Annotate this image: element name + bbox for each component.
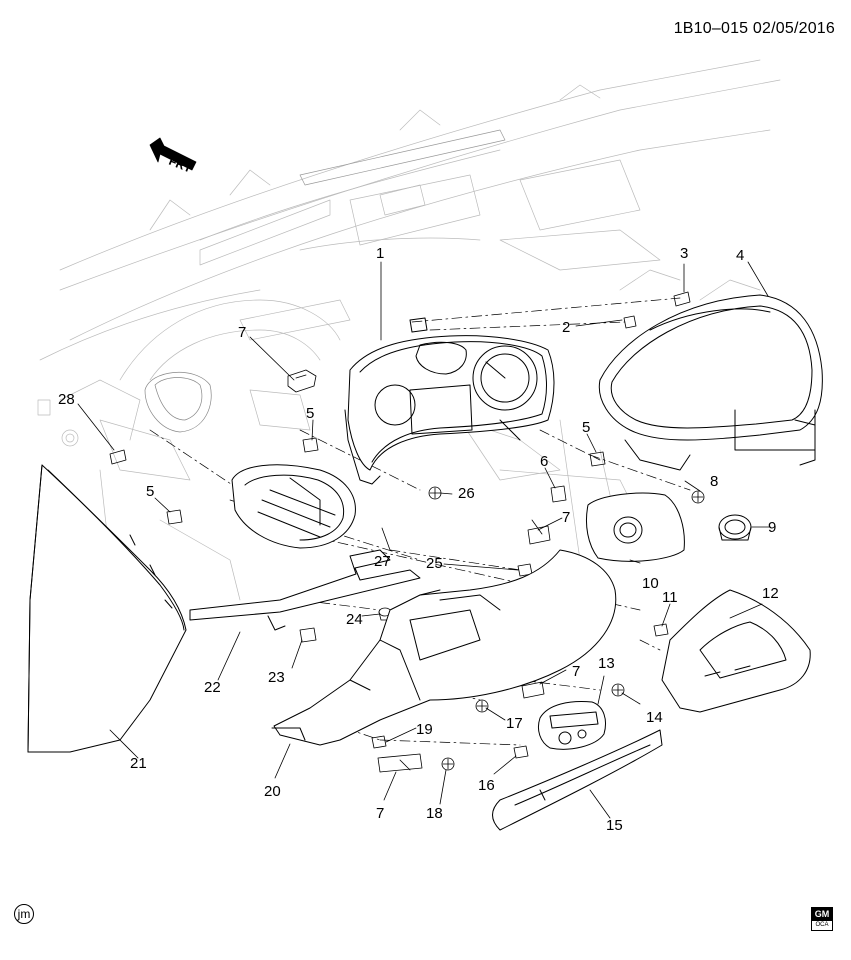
callout-7-upper: 7 bbox=[238, 324, 246, 341]
connector-7-mid bbox=[527, 519, 551, 545]
clip-3 bbox=[673, 291, 691, 307]
callout-28: 28 bbox=[58, 391, 75, 408]
callout-10: 10 bbox=[642, 575, 659, 592]
connector-7-upper bbox=[287, 369, 317, 393]
lower-knee-trim-panel bbox=[492, 729, 663, 831]
screw-19 bbox=[371, 735, 387, 749]
clip-28 bbox=[109, 449, 127, 465]
callout-25: 25 bbox=[426, 555, 443, 572]
leader-lines bbox=[77, 261, 771, 819]
clip-5-center bbox=[302, 437, 319, 453]
air-vent-outlet bbox=[231, 464, 356, 549]
right-side-trim-panel bbox=[661, 589, 811, 713]
screw-18 bbox=[441, 757, 455, 771]
diagram-reference-number: 1B10–015 02/05/2016 bbox=[673, 20, 835, 37]
callout-2: 2 bbox=[562, 319, 570, 336]
screw-8 bbox=[691, 490, 705, 504]
gm-logo-top: GM bbox=[812, 908, 832, 921]
callout-14: 14 bbox=[646, 709, 663, 726]
callout-16: 16 bbox=[478, 777, 495, 794]
callout-7-bottom: 7 bbox=[376, 805, 384, 822]
front-direction-arrow-icon bbox=[149, 137, 197, 171]
callout-18: 18 bbox=[426, 805, 443, 822]
cluster-trim-bezel bbox=[598, 294, 823, 471]
callout-24: 24 bbox=[346, 611, 363, 628]
headlamp-switch-knob bbox=[718, 514, 752, 541]
screw-17 bbox=[475, 699, 489, 713]
callout-5-left: 5 bbox=[146, 483, 154, 500]
author-mark: jm bbox=[14, 904, 34, 924]
left-side-trim-panel bbox=[27, 464, 187, 753]
connector-7-bottom bbox=[377, 753, 423, 773]
switch-trim-plate bbox=[585, 492, 685, 562]
callout-5-right: 5 bbox=[582, 419, 590, 436]
lower-center-trim-panel bbox=[271, 549, 617, 746]
callout-1: 1 bbox=[376, 245, 384, 262]
callout-8: 8 bbox=[710, 473, 718, 490]
callout-13: 13 bbox=[598, 655, 615, 672]
clip-5-right bbox=[589, 451, 606, 467]
screw-14 bbox=[611, 683, 625, 697]
gm-logo-bottom: OCA bbox=[815, 922, 829, 928]
connector-6 bbox=[550, 485, 567, 503]
callout-17: 17 bbox=[506, 715, 523, 732]
clip-23 bbox=[299, 627, 317, 643]
callout-labels: 1 2 3 4 5 5 5 6 7 7 7 7 8 9 10 11 12 13 … bbox=[58, 245, 779, 834]
screw-26 bbox=[428, 486, 442, 500]
gm-logo: GM OCA bbox=[811, 907, 833, 931]
clip-5-left bbox=[166, 509, 183, 525]
callout-11: 11 bbox=[662, 589, 678, 606]
callout-23: 23 bbox=[268, 669, 285, 686]
switch-assembly bbox=[537, 701, 606, 750]
callout-19: 19 bbox=[416, 721, 433, 738]
callout-6: 6 bbox=[540, 453, 548, 470]
connector-7-lower-right bbox=[521, 681, 545, 699]
callout-20: 20 bbox=[264, 783, 281, 800]
callout-5-center: 5 bbox=[306, 405, 314, 422]
callout-4: 4 bbox=[736, 247, 744, 264]
clip-16 bbox=[513, 745, 529, 759]
callout-21: 21 bbox=[130, 755, 147, 772]
instrument-cluster bbox=[344, 317, 555, 485]
screw-2 bbox=[623, 315, 637, 329]
callout-12: 12 bbox=[762, 585, 779, 602]
front-label: FRT bbox=[167, 154, 194, 176]
callout-7-lower-right: 7 bbox=[572, 663, 580, 680]
instrument-panel-structure bbox=[37, 59, 781, 601]
callout-22: 22 bbox=[204, 679, 221, 696]
callout-27: 27 bbox=[374, 553, 391, 570]
callout-3: 3 bbox=[680, 245, 688, 262]
clip-11 bbox=[653, 623, 669, 637]
callout-7-mid: 7 bbox=[562, 509, 570, 526]
callout-26: 26 bbox=[458, 485, 475, 502]
bracket-22 bbox=[189, 549, 421, 631]
callout-15: 15 bbox=[606, 817, 623, 834]
callout-9: 9 bbox=[768, 519, 776, 536]
